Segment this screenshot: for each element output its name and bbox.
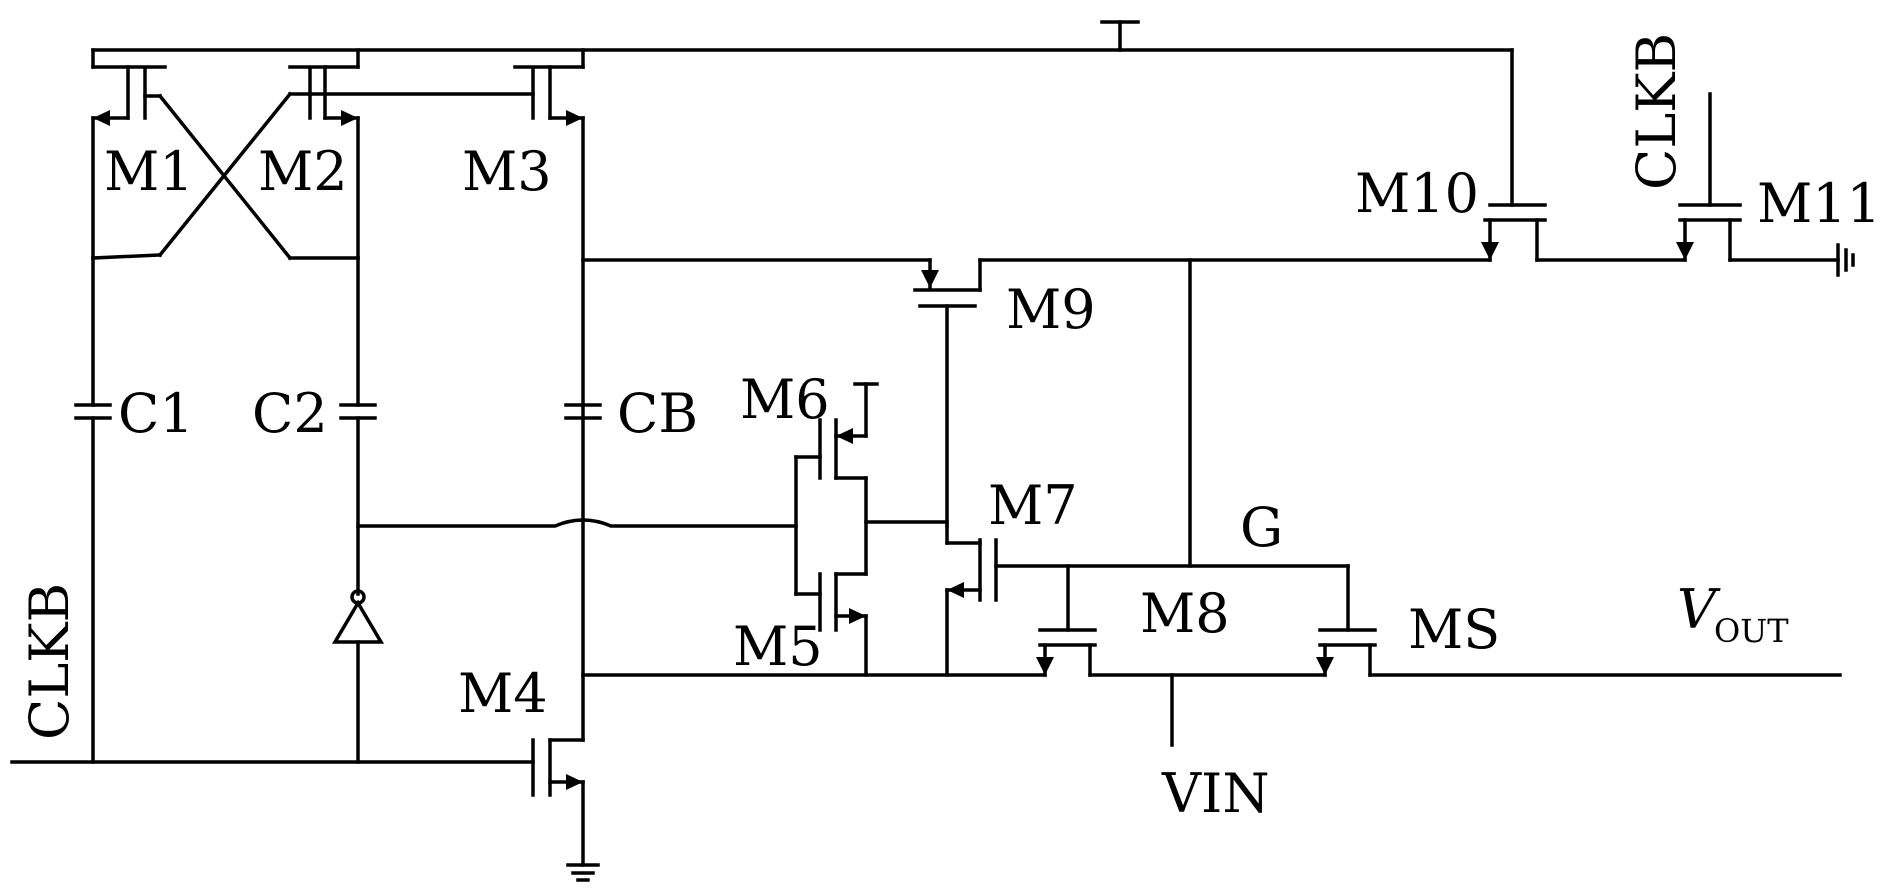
label-m6: M6 <box>740 368 830 431</box>
transistor-m10 <box>1481 203 1687 262</box>
inverter <box>331 589 385 764</box>
transistor-m1 <box>91 48 167 260</box>
transistor-m11 <box>1676 92 1855 277</box>
label-vout: V <box>1677 578 1721 641</box>
label-clkb-left: CLKB <box>18 583 81 740</box>
label-vout-subscript: OUT <box>1714 612 1789 650</box>
transistor-m7 <box>945 524 1350 677</box>
cb-top-wire <box>581 258 939 290</box>
label-m4: M4 <box>458 662 548 725</box>
label-m11: M11 <box>1757 172 1881 235</box>
capacitor-cb <box>564 403 602 420</box>
top-supply-rail <box>91 20 1514 207</box>
capacitor-c1 <box>74 256 112 764</box>
transistor-m6 <box>794 382 879 480</box>
label-m2: M2 <box>258 140 348 203</box>
label-m5: M5 <box>733 615 823 678</box>
transistor-m8 <box>1036 564 1327 747</box>
label-m7: M7 <box>988 474 1078 537</box>
label-m8: M8 <box>1140 582 1230 645</box>
label-c1: C1 <box>118 382 194 445</box>
transistor-m5 <box>794 455 868 677</box>
capacitor-c2 <box>339 256 377 596</box>
label-g: G <box>1240 496 1283 559</box>
label-clkb-top: CLKB <box>1625 33 1688 190</box>
cross-coupling-wires <box>91 91 535 261</box>
label-m1: M1 <box>104 140 194 203</box>
label-ms: MS <box>1408 598 1500 661</box>
label-m9: M9 <box>1006 278 1096 341</box>
node-wire-with-hop <box>356 518 798 528</box>
transistor-m3 <box>513 48 585 677</box>
transistor-m4 <box>531 673 600 882</box>
transistor-ms <box>1316 564 1842 677</box>
label-m3: M3 <box>462 140 552 203</box>
label-vin: VIN <box>1161 762 1270 825</box>
label-c2: C2 <box>252 382 328 445</box>
label-m10: M10 <box>1355 162 1479 225</box>
m5-m6-output <box>864 476 949 576</box>
transistor-m9 <box>913 258 1492 528</box>
label-cb: CB <box>617 382 698 445</box>
